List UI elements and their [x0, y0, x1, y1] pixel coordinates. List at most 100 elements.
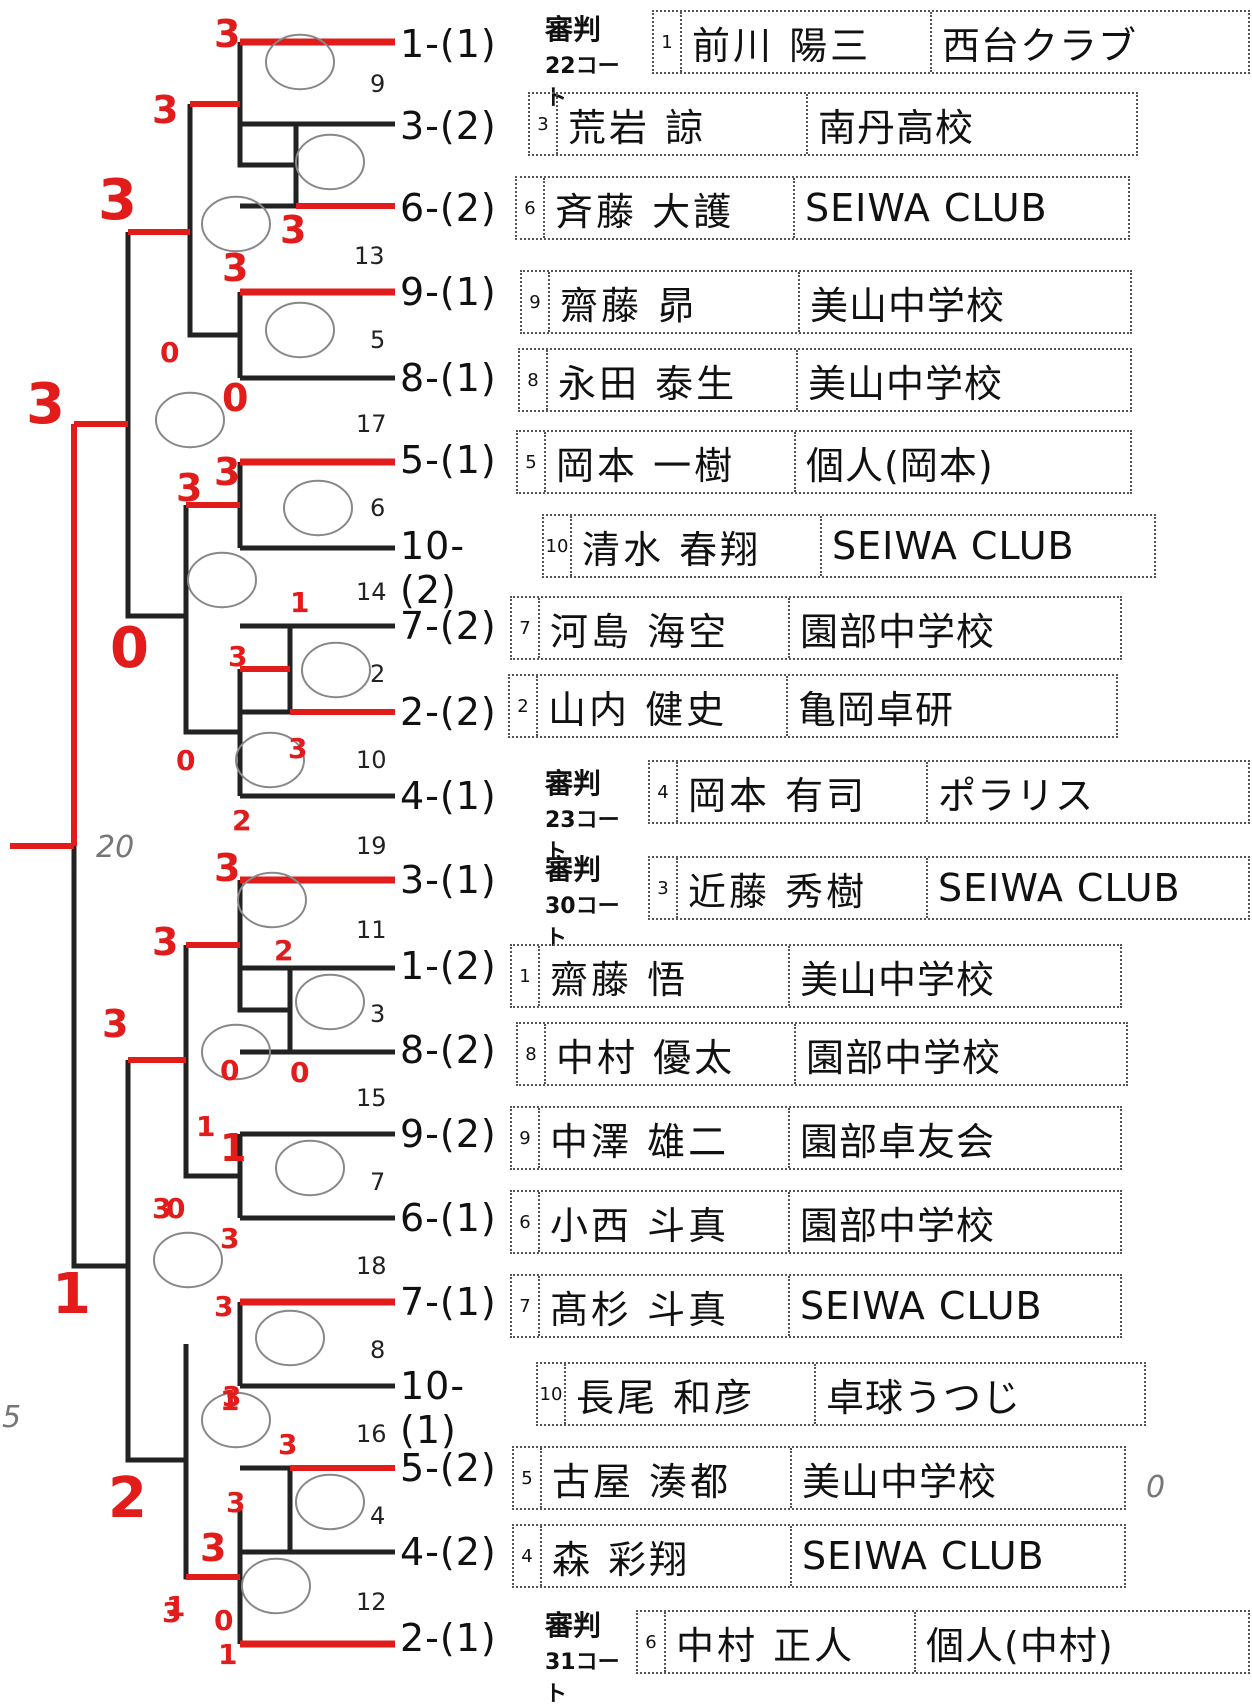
score-mark: 0 — [290, 1056, 310, 1089]
score-mark: 0 — [110, 616, 149, 681]
match-number: 8 — [370, 1336, 386, 1364]
slot-label: 2-(2) — [400, 690, 497, 734]
player-club: 個人(中村) — [926, 1623, 1114, 1668]
seed-number: 9 — [512, 1108, 540, 1168]
player-club: 亀岡卓研 — [798, 687, 955, 732]
match-number: 13 — [354, 242, 385, 270]
player-club: ポラリス — [938, 773, 1095, 818]
score-mark: 1 — [290, 586, 310, 619]
match-number: 9 — [370, 70, 386, 98]
bracket-line — [125, 1060, 186, 1463]
pencil-circle — [283, 479, 353, 537]
player-name: 河島 海空 — [540, 598, 790, 658]
slot-label: 4-(1) — [400, 774, 497, 818]
score-mark: 3 — [152, 88, 179, 132]
slot-label: 5-(1) — [400, 438, 497, 482]
score-mark: 3 — [222, 246, 249, 290]
match-number: 3 — [370, 1000, 386, 1028]
player-club: 園部中学校 — [806, 1035, 1002, 1080]
player-club: 卓球うつじ — [826, 1375, 1022, 1420]
player-club: 個人(岡本) — [806, 443, 994, 488]
player-club: SEIWA CLUB — [802, 1534, 1045, 1578]
player-club: 美山中学校 — [800, 957, 996, 1002]
player-name: 齋藤 悟 — [540, 946, 790, 1006]
player-name: 中澤 雄二 — [540, 1108, 790, 1168]
seed-number: 7 — [512, 1276, 540, 1336]
pencil-circle — [295, 1473, 365, 1531]
player-club: 園部中学校 — [800, 1203, 996, 1248]
score-mark: 2 — [108, 1466, 147, 1531]
score-mark: 3 — [288, 732, 308, 765]
pencil-circle — [241, 1557, 311, 1615]
player-name: 荒岩 諒 — [558, 94, 808, 154]
score-mark: 3 — [152, 1192, 172, 1225]
player-name: 近藤 秀樹 — [678, 858, 928, 918]
slot-label: 10-(2) — [400, 524, 466, 612]
score-mark: 0 — [166, 1192, 186, 1225]
player-club: 美山中学校 — [810, 283, 1006, 328]
player-name: 山内 健史 — [538, 676, 788, 736]
score-mark: 3 — [214, 1290, 234, 1323]
seed-number: 10 — [538, 1364, 566, 1424]
slot-label: 9-(2) — [400, 1112, 497, 1156]
score-mark: 3 — [220, 1222, 240, 1255]
score-mark: 2 — [274, 934, 294, 967]
slot-label: 3-(2) — [400, 104, 497, 148]
match-number: 15 — [356, 1084, 387, 1112]
seed-number: 6 — [517, 178, 545, 238]
score-mark: 3 — [162, 1596, 182, 1629]
player-name: 斉藤 大護 — [545, 178, 795, 238]
match-number: 2 — [370, 660, 386, 688]
score-mark: 3 — [152, 920, 179, 964]
seed-number: 9 — [522, 272, 550, 332]
match-number: 4 — [370, 1502, 386, 1530]
score-mark: 0 — [176, 744, 196, 777]
score-mark: 1 — [218, 1638, 238, 1671]
player-name: 中村 正人 — [666, 1612, 916, 1672]
score-mark: 1 — [196, 1110, 216, 1143]
score-mark: 3 — [176, 466, 203, 510]
score-mark: 0 — [222, 376, 249, 420]
slot-label: 7-(2) — [400, 604, 497, 648]
pencil-circle — [301, 641, 371, 699]
seed-number: 10 — [544, 516, 572, 576]
slot-label: 6-(1) — [400, 1196, 497, 1240]
score-mark: 3 — [226, 1486, 246, 1519]
player-name: 岡本 一樹 — [546, 432, 796, 492]
seed-number: 8 — [518, 1024, 546, 1084]
score-mark: 3 — [222, 1380, 242, 1413]
seed-number: 1 — [654, 12, 682, 72]
match-number: 10 — [356, 746, 387, 774]
seed-number: 3 — [530, 94, 558, 154]
player-name: 古屋 湊都 — [542, 1448, 792, 1508]
score-mark: 0 — [220, 1054, 240, 1087]
score-mark: 3 — [214, 12, 241, 56]
match-number: 19 — [356, 832, 387, 860]
player-name: 森 彩翔 — [542, 1526, 792, 1586]
pencil-circle — [153, 1231, 223, 1289]
player-name: 永田 泰生 — [548, 350, 798, 410]
pencil-circle — [201, 195, 271, 253]
seed-number: 3 — [650, 858, 678, 918]
score-mark: 0 — [214, 1604, 234, 1637]
score-mark: 3 — [102, 1002, 129, 1046]
player-name: 齋藤 昴 — [550, 272, 800, 332]
bracket-line — [183, 945, 240, 1179]
player-name: 中村 優太 — [546, 1024, 796, 1084]
pencil-circle — [201, 1391, 271, 1449]
seed-number: 1 — [512, 946, 540, 1006]
player-club: SEIWA CLUB — [805, 186, 1048, 230]
seed-number: 7 — [512, 598, 540, 658]
player-club: 西台クラブ — [942, 23, 1138, 68]
match-number: 11 — [356, 916, 387, 944]
